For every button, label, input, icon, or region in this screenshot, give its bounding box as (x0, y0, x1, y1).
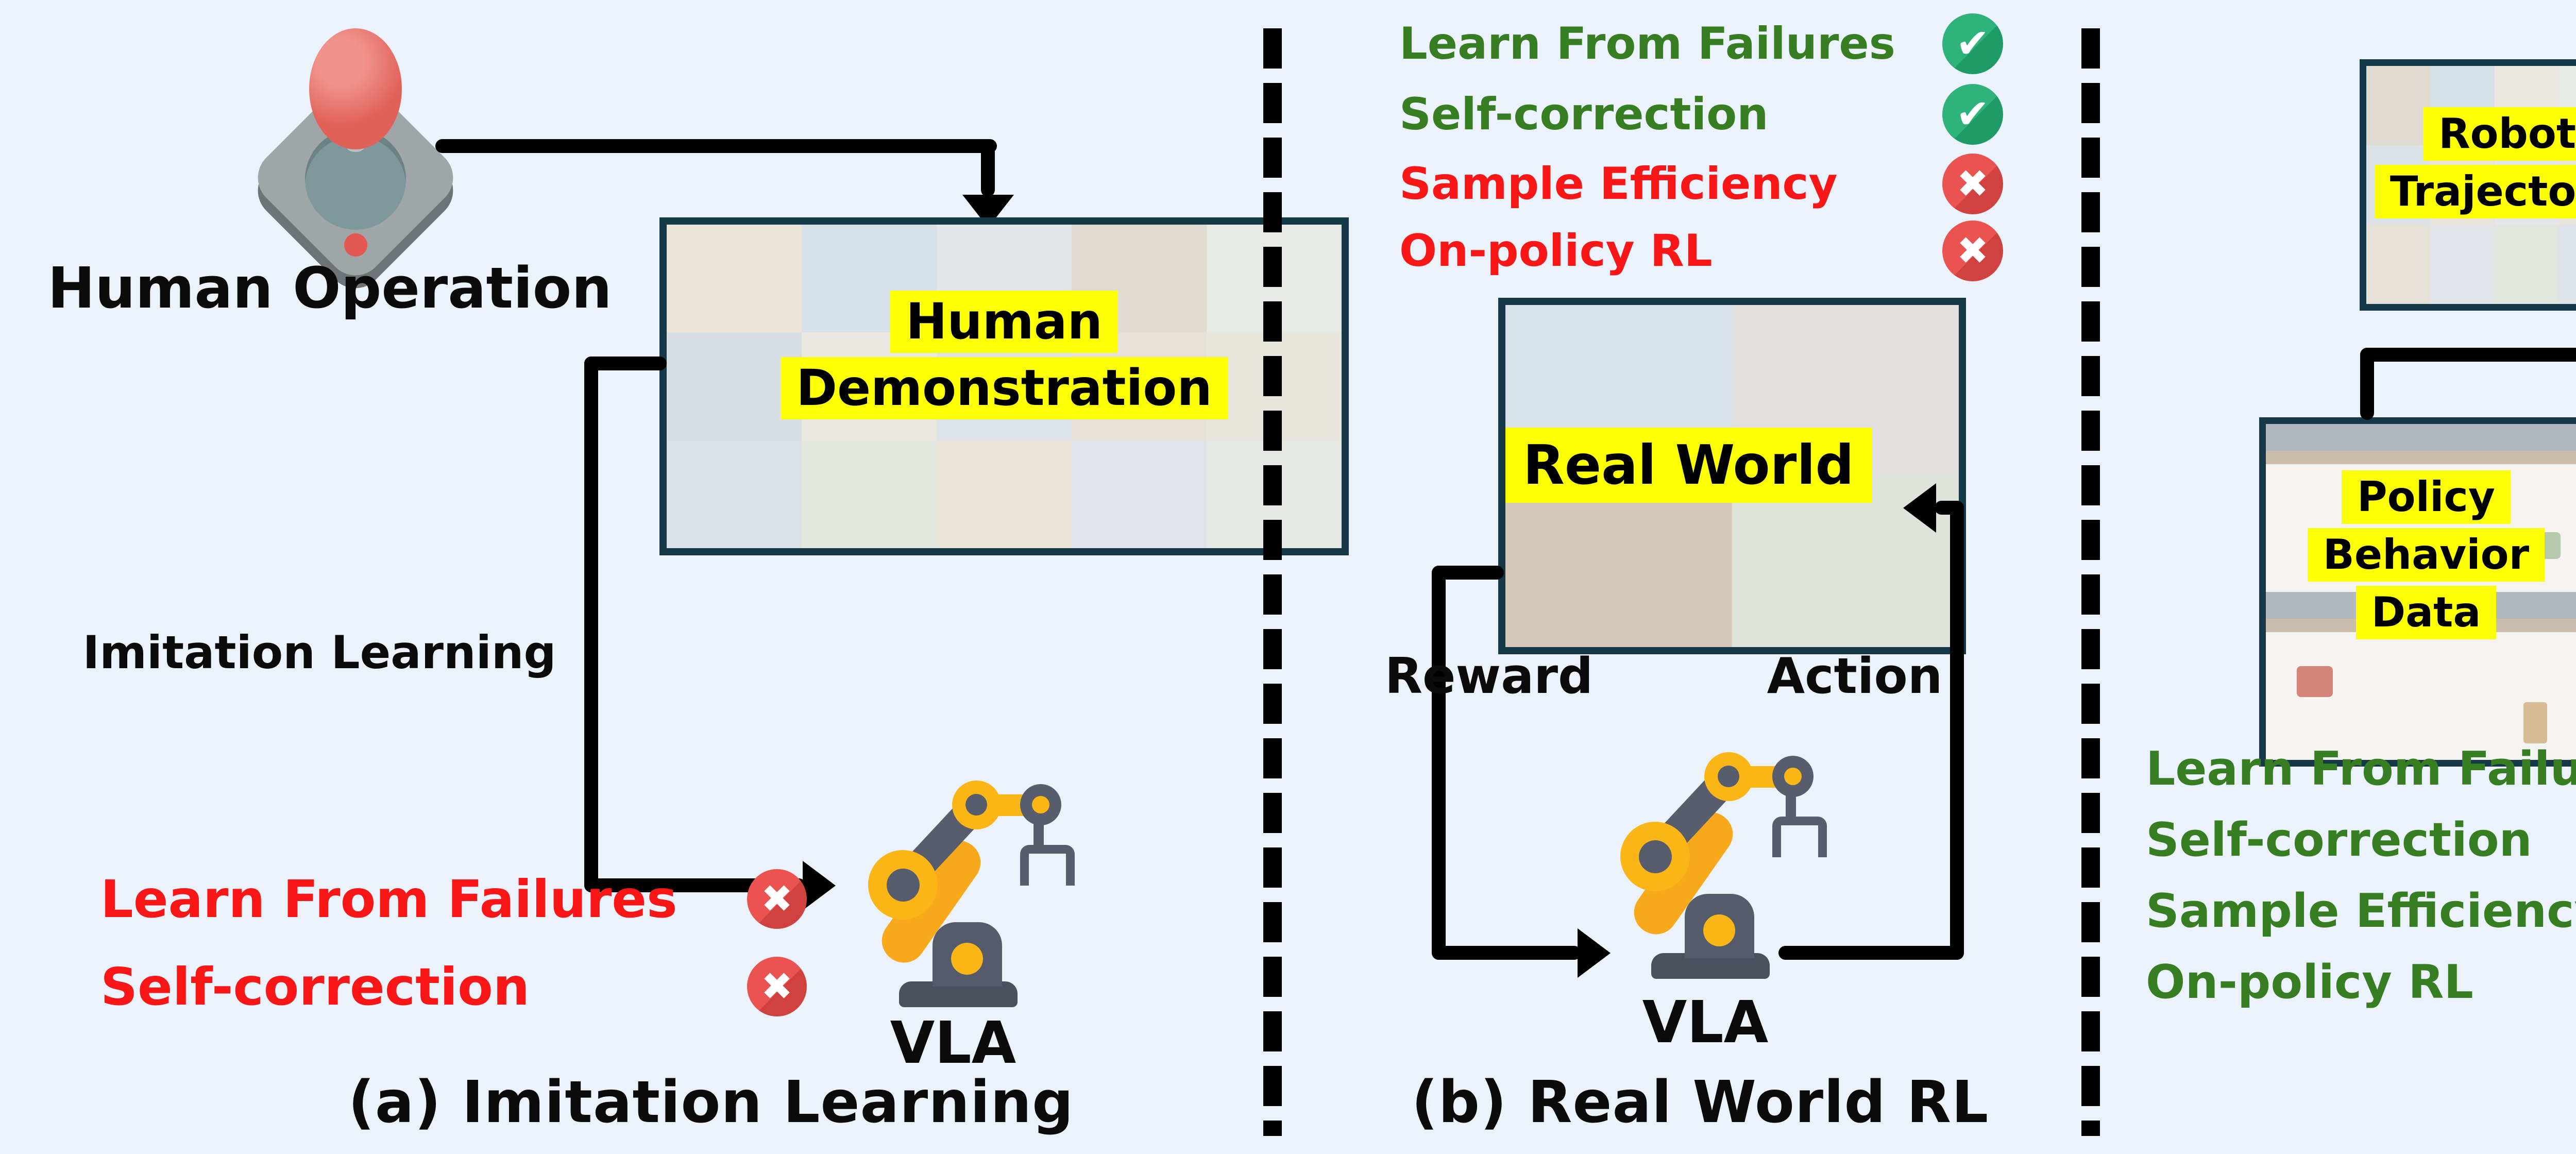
action-arrow-h (1778, 946, 1964, 960)
demo-label-line1: Human (890, 291, 1118, 353)
panel-c-caption: (c) WMPO (2346, 1069, 2576, 1136)
robot-joint (887, 869, 920, 902)
collage-tile (1072, 440, 1207, 548)
property-label: Self-correction (100, 957, 530, 1017)
action-arrow-v (1950, 501, 1964, 960)
panel-divider-1 (1263, 28, 1282, 1136)
sim-object-red (2297, 666, 2333, 697)
operation-arrow-v (981, 139, 995, 197)
robotic-trajectories-caption: Robotic Trajectories (2366, 107, 2576, 218)
vla-robot-icon (850, 773, 1075, 1010)
check-icon (1942, 13, 2003, 74)
cross-icon (747, 869, 807, 929)
joystick-button (344, 233, 367, 257)
robot-gripper-stem (1786, 795, 1796, 820)
collage-tile (2494, 225, 2559, 304)
action-arrowhead (1903, 483, 1936, 533)
pbd-label-line2: Behavior (2307, 528, 2545, 582)
reward-label: Reward (1384, 648, 1594, 705)
reward-arrow-h (1432, 946, 1581, 960)
pbd-label-line1: Policy (2341, 470, 2511, 524)
panel-b-caption: (b) Real World RL (1411, 1069, 1989, 1136)
imitation-learning-label: Imitation Learning (82, 626, 556, 679)
human-demonstration-caption: Human Demonstration (667, 291, 1342, 419)
action-label: Action (1767, 648, 1943, 705)
robot-gripper-claw (1772, 817, 1827, 857)
panel-a-caption: (a) Imitation Learning (348, 1069, 1074, 1136)
sim-object-tan (2523, 702, 2547, 743)
check-icon (1942, 84, 2003, 145)
vla-robot-icon (1602, 744, 1827, 981)
collage-tile (667, 440, 802, 548)
reward-arrow-v (1432, 566, 1446, 960)
joystick-ball (309, 28, 402, 149)
collage-tile (802, 440, 937, 548)
joystick-icon (222, 28, 489, 300)
collage-tile (2366, 225, 2431, 304)
property-label: Sample Efficiency (2146, 884, 2576, 938)
operation-arrow-h (435, 139, 997, 153)
property-label: Sample Efficiency (1399, 158, 1838, 210)
human-operation-label: Human Operation (47, 255, 612, 321)
policy-behavior-caption: Policy Behavior Data (2266, 470, 2576, 639)
property-label: Learn From Failures (1399, 18, 1895, 70)
cross-icon (1942, 154, 2003, 214)
action-arrow-top (1935, 501, 1964, 515)
robot-gripper-stem (1033, 823, 1044, 848)
real-world-caption: Real World (1505, 428, 1959, 503)
property-label: Self-correction (1399, 89, 1769, 140)
cross-icon (1942, 220, 2003, 281)
rt-label-line2: Trajectories (2374, 165, 2576, 218)
robot-joint (951, 943, 983, 975)
panel-divider-2 (2081, 28, 2100, 1136)
robot-joint (1639, 840, 1672, 873)
collage-tile (2366, 66, 2431, 145)
collage-tile (667, 332, 802, 440)
robot-joint (1784, 768, 1802, 785)
collage-tile (1505, 476, 1732, 647)
collage-tile (667, 225, 802, 333)
robot-joint (1032, 796, 1049, 813)
policy-data-arrow-v (2360, 348, 2374, 420)
property-label: Self-correction (2146, 813, 2532, 867)
robot-joint (965, 794, 987, 816)
demo-label-line2: Demonstration (781, 357, 1228, 419)
property-label: On-policy RL (2146, 955, 2473, 1009)
panel-wmpo: Robotic Trajectories Policy Behavior Dat… (0, 0, 1431, 1154)
real-world-image: Real World (1498, 298, 1966, 654)
pbd-label-line3: Data (2355, 586, 2497, 639)
vla-label: VLA (890, 1010, 1016, 1077)
policy-behavior-data-image: Policy Behavior Data (2259, 417, 2576, 767)
human-demonstration-image: Human Demonstration (659, 217, 1349, 555)
robot-joint (1703, 914, 1735, 946)
rt-label-line1: Robotic (2423, 107, 2576, 161)
robotic-trajectories-image: Robotic Trajectories (2360, 59, 2576, 311)
real-world-label: Real World (1505, 428, 1872, 503)
data-arrow-main (2360, 348, 2576, 362)
panel-imitation-learning: Human Operation Human Demonstration Imit… (0, 0, 1349, 1154)
imitation-arrowhead (803, 861, 836, 910)
collage-tile (2430, 225, 2495, 304)
panel-real-world-rl: Learn From Failures Self-correction Samp… (0, 0, 2003, 1154)
robot-joint (1718, 766, 1739, 787)
collage-tile (2558, 225, 2576, 304)
vla-label: VLA (1642, 989, 1769, 1056)
imitation-arrow-v (584, 357, 598, 892)
property-label: On-policy RL (1399, 225, 1713, 277)
collage-tile (937, 440, 1072, 548)
property-label: Learn From Failures (100, 869, 677, 929)
cross-icon (747, 957, 807, 1016)
reward-arrowhead (1578, 928, 1611, 978)
robot-gripper-claw (1020, 845, 1075, 886)
property-label: Learn From Failures (2146, 742, 2576, 796)
